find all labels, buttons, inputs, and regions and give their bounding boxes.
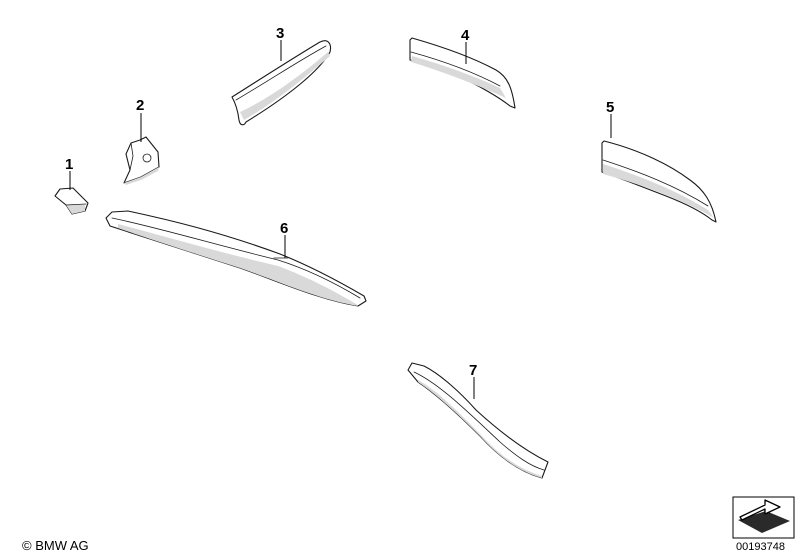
- copyright-text: © BMW AG: [22, 538, 89, 553]
- arrow-box-icon: [732, 496, 795, 539]
- part-5-side-trim[interactable]: [601, 140, 717, 223]
- callout-4: 4: [461, 27, 470, 44]
- part-1-end-cap[interactable]: [54, 187, 89, 215]
- callout-5: 5: [606, 99, 614, 116]
- part-7-diagonal-strip[interactable]: [407, 362, 549, 479]
- part-2-bracket[interactable]: [123, 136, 160, 185]
- callout-6: 6: [280, 220, 288, 237]
- drawing-number: 00193748: [736, 541, 785, 553]
- part-4-trim-piece[interactable]: [409, 37, 516, 109]
- part-6-sill-strip[interactable]: [105, 210, 367, 307]
- part-3-trim-strip[interactable]: [231, 40, 332, 126]
- callout-7: 7: [469, 362, 477, 379]
- callout-3: 3: [276, 25, 284, 42]
- callout-2: 2: [136, 97, 144, 114]
- callout-1: 1: [65, 156, 73, 173]
